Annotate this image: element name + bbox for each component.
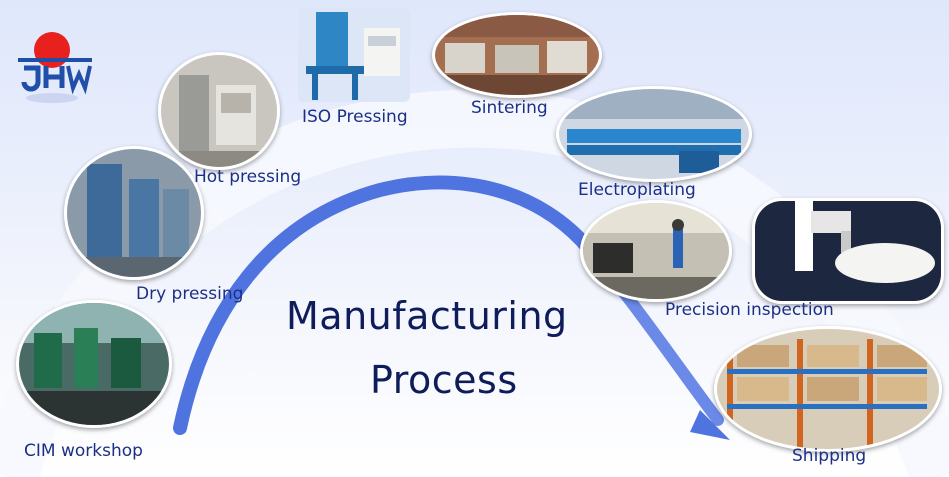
shipping-photo xyxy=(714,326,942,452)
sintering-photo xyxy=(432,12,602,98)
arrowhead-icon xyxy=(690,410,730,440)
step-label-hot-pressing: Hot pressing xyxy=(194,167,302,187)
iso-pressing-photo xyxy=(298,8,410,102)
precision-inspection-photo-2 xyxy=(752,198,944,304)
step-label-cim-workshop: CIM workshop xyxy=(24,441,143,461)
electroplating-photo xyxy=(556,86,752,182)
title-line-2: Process xyxy=(370,358,518,402)
blue-arrow-left xyxy=(173,175,597,435)
step-label-iso-pressing: ISO Pressing xyxy=(302,107,408,127)
hot-pressing-photo xyxy=(158,52,280,170)
step-label-precision-inspection: Precision inspection xyxy=(665,300,834,320)
step-label-dry-pressing: Dry pressing xyxy=(136,284,244,304)
precision-inspection-photo-1 xyxy=(580,200,732,302)
cim-workshop-photo xyxy=(16,300,172,428)
dry-pressing-photo xyxy=(64,146,204,280)
step-label-sintering: Sintering xyxy=(471,98,548,118)
step-label-shipping: Shipping xyxy=(792,446,867,466)
jhw-logo-icon xyxy=(18,32,92,103)
step-label-electroplating: Electroplating xyxy=(578,180,696,200)
title-line-1: Manufacturing xyxy=(286,294,568,338)
